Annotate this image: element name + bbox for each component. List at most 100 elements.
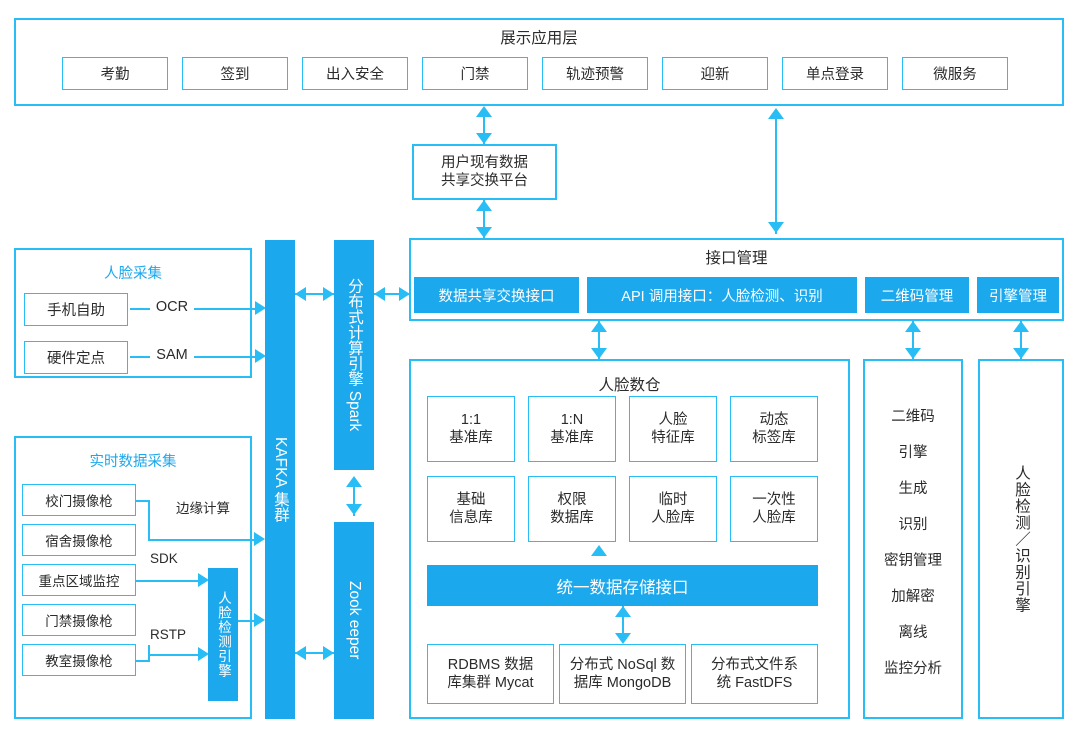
store-onetime-face[interactable]: 一次性 人脸库	[730, 476, 818, 542]
camera-label: 校门摄像枪	[45, 494, 113, 509]
store-face-feature[interactable]: 人脸 特征库	[629, 396, 717, 462]
store-line1: 权限	[557, 491, 587, 508]
store-temp-face[interactable]: 临时 人脸库	[629, 476, 717, 542]
store-line1: 人脸	[658, 411, 688, 428]
database-rdbms-mycat[interactable]: RDBMS 数据 库集群 Mycat	[427, 644, 554, 704]
interface-engine-management[interactable]: 引擎管理	[977, 277, 1059, 313]
connector-interface-qr	[912, 321, 914, 359]
app-button-churuanquan[interactable]: 出入安全	[302, 57, 408, 90]
face-detection-engine-box: 人脸检测引擎	[208, 568, 238, 701]
store-1ton-base[interactable]: 1:N 基准库	[528, 396, 616, 462]
arrow-right-icon	[254, 613, 265, 627]
arrow-up-icon	[591, 545, 607, 556]
camera-dorm[interactable]: 宿舍摄像枪	[22, 524, 136, 556]
camera-key-area[interactable]: 重点区域监控	[22, 564, 136, 596]
interface-api-call[interactable]: API 调用接口：人脸检测、识别	[587, 277, 857, 313]
unified-storage-label: 统一数据存储接口	[556, 578, 689, 597]
app-button-kaoqin[interactable]: 考勤	[62, 57, 168, 90]
qr-engine-item-qrcode: 二维码	[891, 409, 935, 425]
store-dynamic-tag[interactable]: 动态 标签库	[730, 396, 818, 462]
arrow-right-icon	[399, 287, 410, 301]
kafka-label: KAFKA 集群	[272, 436, 289, 523]
app-button-dandiandenglu[interactable]: 单点登录	[782, 57, 888, 90]
connector-sam-left	[130, 356, 150, 358]
app-label: 门禁	[460, 67, 490, 83]
zookeeper-label: Zook eeper	[346, 581, 363, 660]
camera-gate[interactable]: 校门摄像枪	[22, 484, 136, 516]
qr-engine-item-generate: 生成	[898, 481, 928, 497]
store-line1: 1:1	[460, 411, 482, 428]
face-source-phone[interactable]: 手机自助	[24, 293, 128, 326]
app-button-menjin[interactable]: 门禁	[422, 57, 528, 90]
arrow-down-icon	[476, 227, 492, 238]
arrow-down-icon	[591, 348, 607, 359]
store-basic-info[interactable]: 基础 信息库	[427, 476, 515, 542]
connector-spark-zookeeper	[353, 478, 355, 516]
qr-engine-item-key-management: 密钥管理	[884, 553, 942, 569]
interface-label: 引擎管理	[989, 288, 1047, 305]
store-line1: 临时	[658, 491, 688, 508]
interface-data-exchange[interactable]: 数据共享交换接口	[414, 277, 579, 313]
zookeeper-column: Zook eeper	[334, 522, 374, 719]
interface-qr-management[interactable]: 二维码管理	[865, 277, 969, 313]
database-nosql-mongodb[interactable]: 分布式 NoSql 数 据库 MongoDB	[559, 644, 686, 704]
arrow-up-icon	[591, 321, 607, 332]
face-source-label: 硬件定点	[47, 351, 105, 367]
connector-interface-warehouse	[598, 321, 600, 359]
connector-cam3	[136, 580, 150, 582]
interface-label: API 调用接口：人脸检测、识别	[621, 288, 823, 305]
face-detection-engine-label: 人脸检测引擎	[216, 591, 231, 678]
camera-classroom[interactable]: 教室摄像枪	[22, 644, 136, 676]
arrow-up-icon	[1013, 321, 1029, 332]
store-line1: 1:N	[560, 411, 584, 428]
arrow-down-icon	[346, 504, 362, 515]
face-source-label: 手机自助	[47, 303, 105, 319]
connector-exchange-up	[483, 113, 485, 144]
database-line2: 库集群 Mycat	[447, 675, 534, 691]
database-line1: 分布式文件系	[711, 656, 798, 673]
rstp-label: RSTP	[150, 627, 187, 642]
app-label: 单点登录	[806, 67, 864, 83]
face-warehouse-title: 人脸数仓	[598, 377, 661, 394]
face-collection-title: 人脸采集	[104, 266, 162, 282]
store-1to1-base[interactable]: 1:1 基准库	[427, 396, 515, 462]
arrow-up-icon	[346, 476, 362, 487]
connector-spark-interface	[374, 293, 410, 295]
store-line1: 动态	[759, 411, 789, 428]
app-button-guijiyujing[interactable]: 轨迹预警	[542, 57, 648, 90]
app-button-yingxin[interactable]: 迎新	[662, 57, 768, 90]
database-fastdfs[interactable]: 分布式文件系 统 FastDFS	[691, 644, 818, 704]
kafka-cluster-column: KAFKA 集群	[265, 240, 295, 719]
exchange-platform-line1: 用户现有数据	[441, 154, 528, 171]
connector-interface-face-engine	[1020, 321, 1022, 359]
app-label: 出入安全	[326, 67, 384, 83]
store-line2: 基准库	[550, 430, 594, 446]
arrow-right-icon	[323, 646, 334, 660]
connector-kafka-spark	[295, 293, 334, 295]
store-permission-data[interactable]: 权限 数据库	[528, 476, 616, 542]
database-line2: 统 FastDFS	[716, 675, 793, 691]
app-label: 轨迹预警	[566, 67, 624, 83]
arrow-right-icon	[254, 532, 265, 546]
app-button-qiandao[interactable]: 签到	[182, 57, 288, 90]
store-line1: 基础	[456, 491, 486, 508]
qr-engine-item-recognize: 识别	[898, 517, 928, 533]
exchange-platform-line2: 共享交换平台	[441, 173, 528, 189]
arrow-up-icon	[476, 200, 492, 211]
store-line2: 基准库	[449, 430, 493, 446]
camera-label: 重点区域监控	[38, 574, 120, 589]
arrow-right-icon	[255, 349, 266, 363]
store-line2: 人脸库	[651, 510, 695, 526]
camera-access[interactable]: 门禁摄像枪	[22, 604, 136, 636]
app-label: 微服务	[933, 67, 977, 83]
spark-label: 分布式计算引擎 Spark	[346, 278, 363, 432]
connector-rstp-to-engine	[148, 654, 200, 656]
connector-bracket-rstp	[148, 645, 150, 662]
connector-sam-right	[194, 356, 257, 358]
arrow-left-icon	[374, 287, 385, 301]
face-engine-panel: 人脸检测／识别引擎	[978, 359, 1064, 719]
app-button-weifuwu[interactable]: 微服务	[902, 57, 1008, 90]
store-line2: 信息库	[449, 510, 493, 526]
face-source-hardware[interactable]: 硬件定点	[24, 341, 128, 374]
protocol-label-ocr: OCR	[155, 299, 189, 315]
